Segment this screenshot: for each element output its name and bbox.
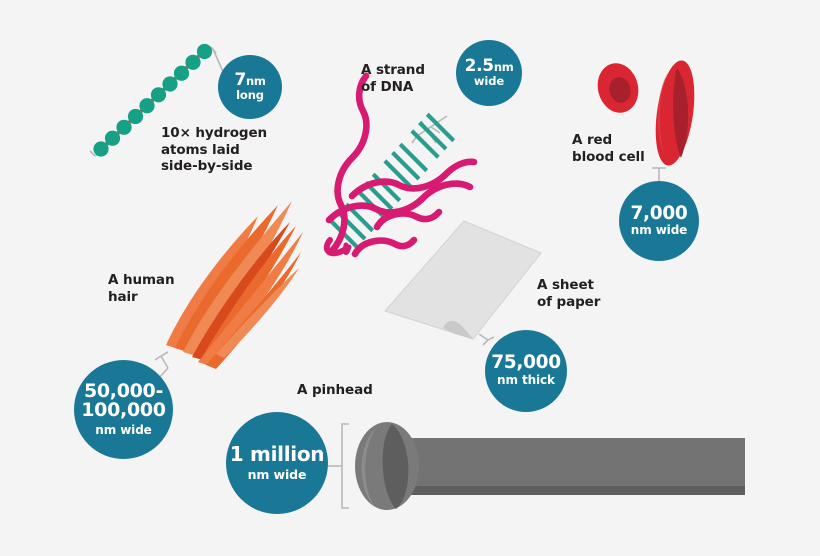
pin-shaft <box>386 438 745 495</box>
hair-strand <box>166 216 258 349</box>
measurement-bubble-dna: 2.5nm wide <box>456 40 522 106</box>
pinhead-measure-bracket <box>341 423 349 509</box>
paper-sheet <box>384 220 542 340</box>
pin-head-highlight <box>361 428 376 506</box>
hair-strand <box>175 205 278 352</box>
bubble-value-row: 7nm <box>234 70 266 91</box>
hydrogen-atom <box>116 119 132 135</box>
hydrogen-atom-chain-illustration <box>89 43 225 157</box>
hair-strand <box>198 232 303 366</box>
hair-strand <box>216 268 299 358</box>
bubble-unit: nm <box>245 74 266 89</box>
sheet-of-paper-illustration <box>384 220 542 346</box>
red-blood-cells-illustration <box>597 60 695 181</box>
label-sheet-of-paper: A sheet of paper <box>537 277 601 310</box>
dna-backbone-tail <box>342 242 352 256</box>
dna-backbone-strand <box>327 72 370 256</box>
bubble-value: 50,000- 100,000 <box>81 380 166 422</box>
bubble-value: 2.5 <box>464 56 495 77</box>
hydrogen-bracket-tick-start <box>89 150 96 157</box>
bubble-descriptor: nm wide <box>95 422 152 437</box>
bubble-value: 7 <box>234 70 246 91</box>
dna-backbone-strand <box>348 158 478 200</box>
pin-shaft-shadow <box>386 486 745 495</box>
label-hydrogen-atoms: 10× hydrogen atoms laid side-by-side <box>161 125 268 174</box>
hair-strand <box>201 226 296 362</box>
paper-leader-line <box>478 333 495 346</box>
dna-base-pair-rungs <box>327 108 458 254</box>
label-pinhead: A pinhead <box>297 382 373 398</box>
red-blood-cell-leader-line <box>652 167 666 181</box>
dna-double-helix-illustration <box>323 72 478 258</box>
hair-strand <box>183 201 292 356</box>
label-red-blood-cell: A red blood cell <box>572 132 645 165</box>
dna-bracket-tick <box>430 126 441 134</box>
label-human-hair: A human hair <box>108 272 175 305</box>
dna-backbone-tail <box>323 237 347 257</box>
bubble-descriptor: nm wide <box>247 466 307 482</box>
measurement-bubble-red-blood-cell: 7,000 nm wide <box>619 181 699 261</box>
dna-backbone-strand <box>351 236 418 258</box>
red-blood-cell-edge-shadow <box>673 68 689 158</box>
bubble-descriptor: long <box>236 88 264 103</box>
hair-leader-line <box>154 351 169 369</box>
hydrogen-atom <box>139 98 155 114</box>
bubble-descriptor: nm thick <box>497 373 555 388</box>
bubble-unit: nm <box>493 60 514 75</box>
pin-head-shadow <box>382 424 409 509</box>
human-hair-illustration <box>154 201 303 380</box>
measurement-bubble-hydrogen: 7nm long <box>218 55 282 119</box>
hydrogen-atom <box>150 87 167 103</box>
bubble-value-row: 2.5nm <box>464 56 514 77</box>
red-blood-cell-dimple <box>609 77 631 103</box>
bubble-value: 75,000 <box>491 352 561 374</box>
hair-strand <box>192 222 290 360</box>
bubble-value: 7,000 <box>630 202 688 224</box>
hydrogen-atom <box>185 54 201 70</box>
red-blood-cell-highlight <box>657 72 668 157</box>
hydrogen-atom <box>93 141 109 157</box>
measurement-bubble-human-hair: 50,000- 100,000 nm wide <box>74 360 173 459</box>
hydrogen-atom <box>196 43 213 60</box>
measurement-bubble-pinhead: 1 million nm wide <box>226 412 328 514</box>
measurement-bubble-sheet-of-paper: 75,000 nm thick <box>485 330 567 412</box>
hydrogen-atom <box>127 108 144 125</box>
dna-backbone-strand <box>373 208 443 231</box>
hydrogen-atom <box>162 76 178 92</box>
paper-curled-corner <box>443 320 473 339</box>
hydrogen-atom <box>104 130 121 146</box>
label-dna-strand: A strand of DNA <box>361 62 425 95</box>
bubble-descriptor: nm wide <box>630 222 688 237</box>
bubble-descriptor: wide <box>473 74 505 89</box>
pinhead-illustration <box>328 422 745 510</box>
hydrogen-atom <box>173 65 190 81</box>
bubble-value: 1 million <box>229 442 325 467</box>
